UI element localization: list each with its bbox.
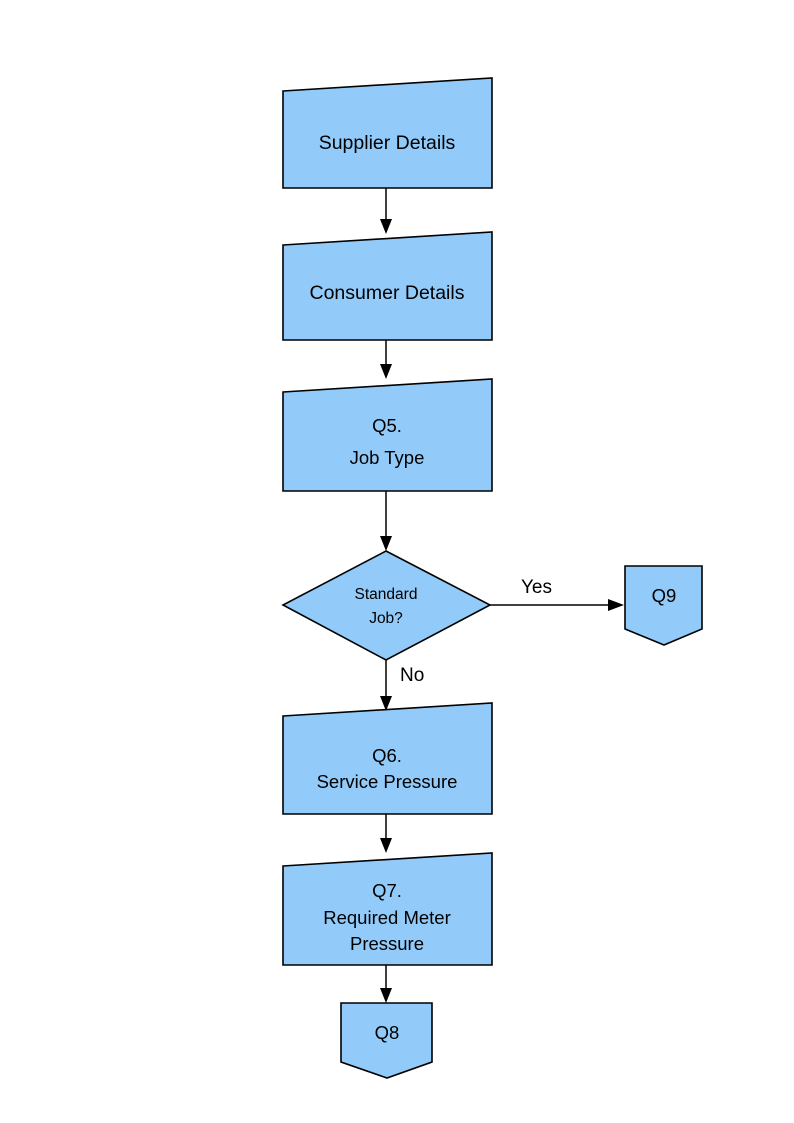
node-label-q6-line1: Q6. bbox=[372, 745, 402, 766]
node-q5-job-type[interactable]: Q5. Job Type bbox=[282, 378, 493, 492]
edge-q6-to-q7 bbox=[380, 814, 392, 853]
node-label-supplier-details: Supplier Details bbox=[319, 132, 456, 154]
node-standard-job-decision[interactable]: Standard Job? bbox=[281, 550, 492, 661]
node-shape-slanted-rect[interactable] bbox=[282, 77, 493, 189]
edge-label-no: No bbox=[400, 665, 424, 686]
node-shape-slanted-rect[interactable] bbox=[282, 852, 493, 966]
node-shape-slanted-rect[interactable] bbox=[282, 378, 493, 492]
edge-decision-to-q9-yes: Yes bbox=[490, 577, 624, 611]
node-supplier-details[interactable]: Supplier Details bbox=[282, 77, 493, 189]
arrow-head-icon bbox=[380, 536, 392, 551]
node-q8[interactable]: Q8 bbox=[340, 1002, 433, 1079]
node-label-decision-line2: Job? bbox=[369, 610, 403, 627]
arrow-head-icon bbox=[608, 599, 624, 611]
node-label-q6-line2: Service Pressure bbox=[317, 771, 458, 792]
edge-q5-to-decision bbox=[380, 491, 392, 551]
node-shape-shield[interactable] bbox=[624, 565, 703, 646]
node-label-q9: Q9 bbox=[652, 585, 677, 606]
edge-label-yes: Yes bbox=[521, 577, 552, 598]
edge-supplier-to-consumer bbox=[380, 188, 392, 234]
node-label-q8: Q8 bbox=[375, 1022, 400, 1043]
edge-decision-to-q6-no: No bbox=[380, 660, 424, 711]
node-label-q7-line2: Required Meter bbox=[323, 907, 451, 928]
node-q9[interactable]: Q9 bbox=[624, 565, 703, 646]
node-label-consumer-details: Consumer Details bbox=[310, 282, 465, 304]
node-q7-required-meter-pressure[interactable]: Q7. Required Meter Pressure bbox=[282, 852, 493, 966]
arrow-head-icon bbox=[380, 364, 392, 379]
node-label-q7-line3: Pressure bbox=[350, 933, 424, 954]
node-label-decision-line1: Standard bbox=[355, 586, 418, 603]
edge-q7-to-q8 bbox=[380, 965, 392, 1003]
arrow-head-icon bbox=[380, 988, 392, 1003]
arrow-head-icon bbox=[380, 838, 392, 853]
node-label-q5-line1: Q5. bbox=[372, 415, 402, 436]
edge-consumer-to-q5 bbox=[380, 340, 392, 379]
node-consumer-details[interactable]: Consumer Details bbox=[282, 231, 493, 341]
node-shape-shield[interactable] bbox=[340, 1002, 433, 1079]
node-shape-diamond[interactable] bbox=[281, 550, 492, 661]
node-shape-slanted-rect[interactable] bbox=[282, 702, 493, 815]
arrow-head-icon bbox=[380, 696, 392, 711]
arrow-head-icon bbox=[380, 219, 392, 234]
node-shape-slanted-rect[interactable] bbox=[282, 231, 493, 341]
node-q6-service-pressure[interactable]: Q6. Service Pressure bbox=[282, 702, 493, 815]
node-label-q7-line1: Q7. bbox=[372, 880, 402, 901]
node-label-q5-line2: Job Type bbox=[350, 447, 425, 468]
